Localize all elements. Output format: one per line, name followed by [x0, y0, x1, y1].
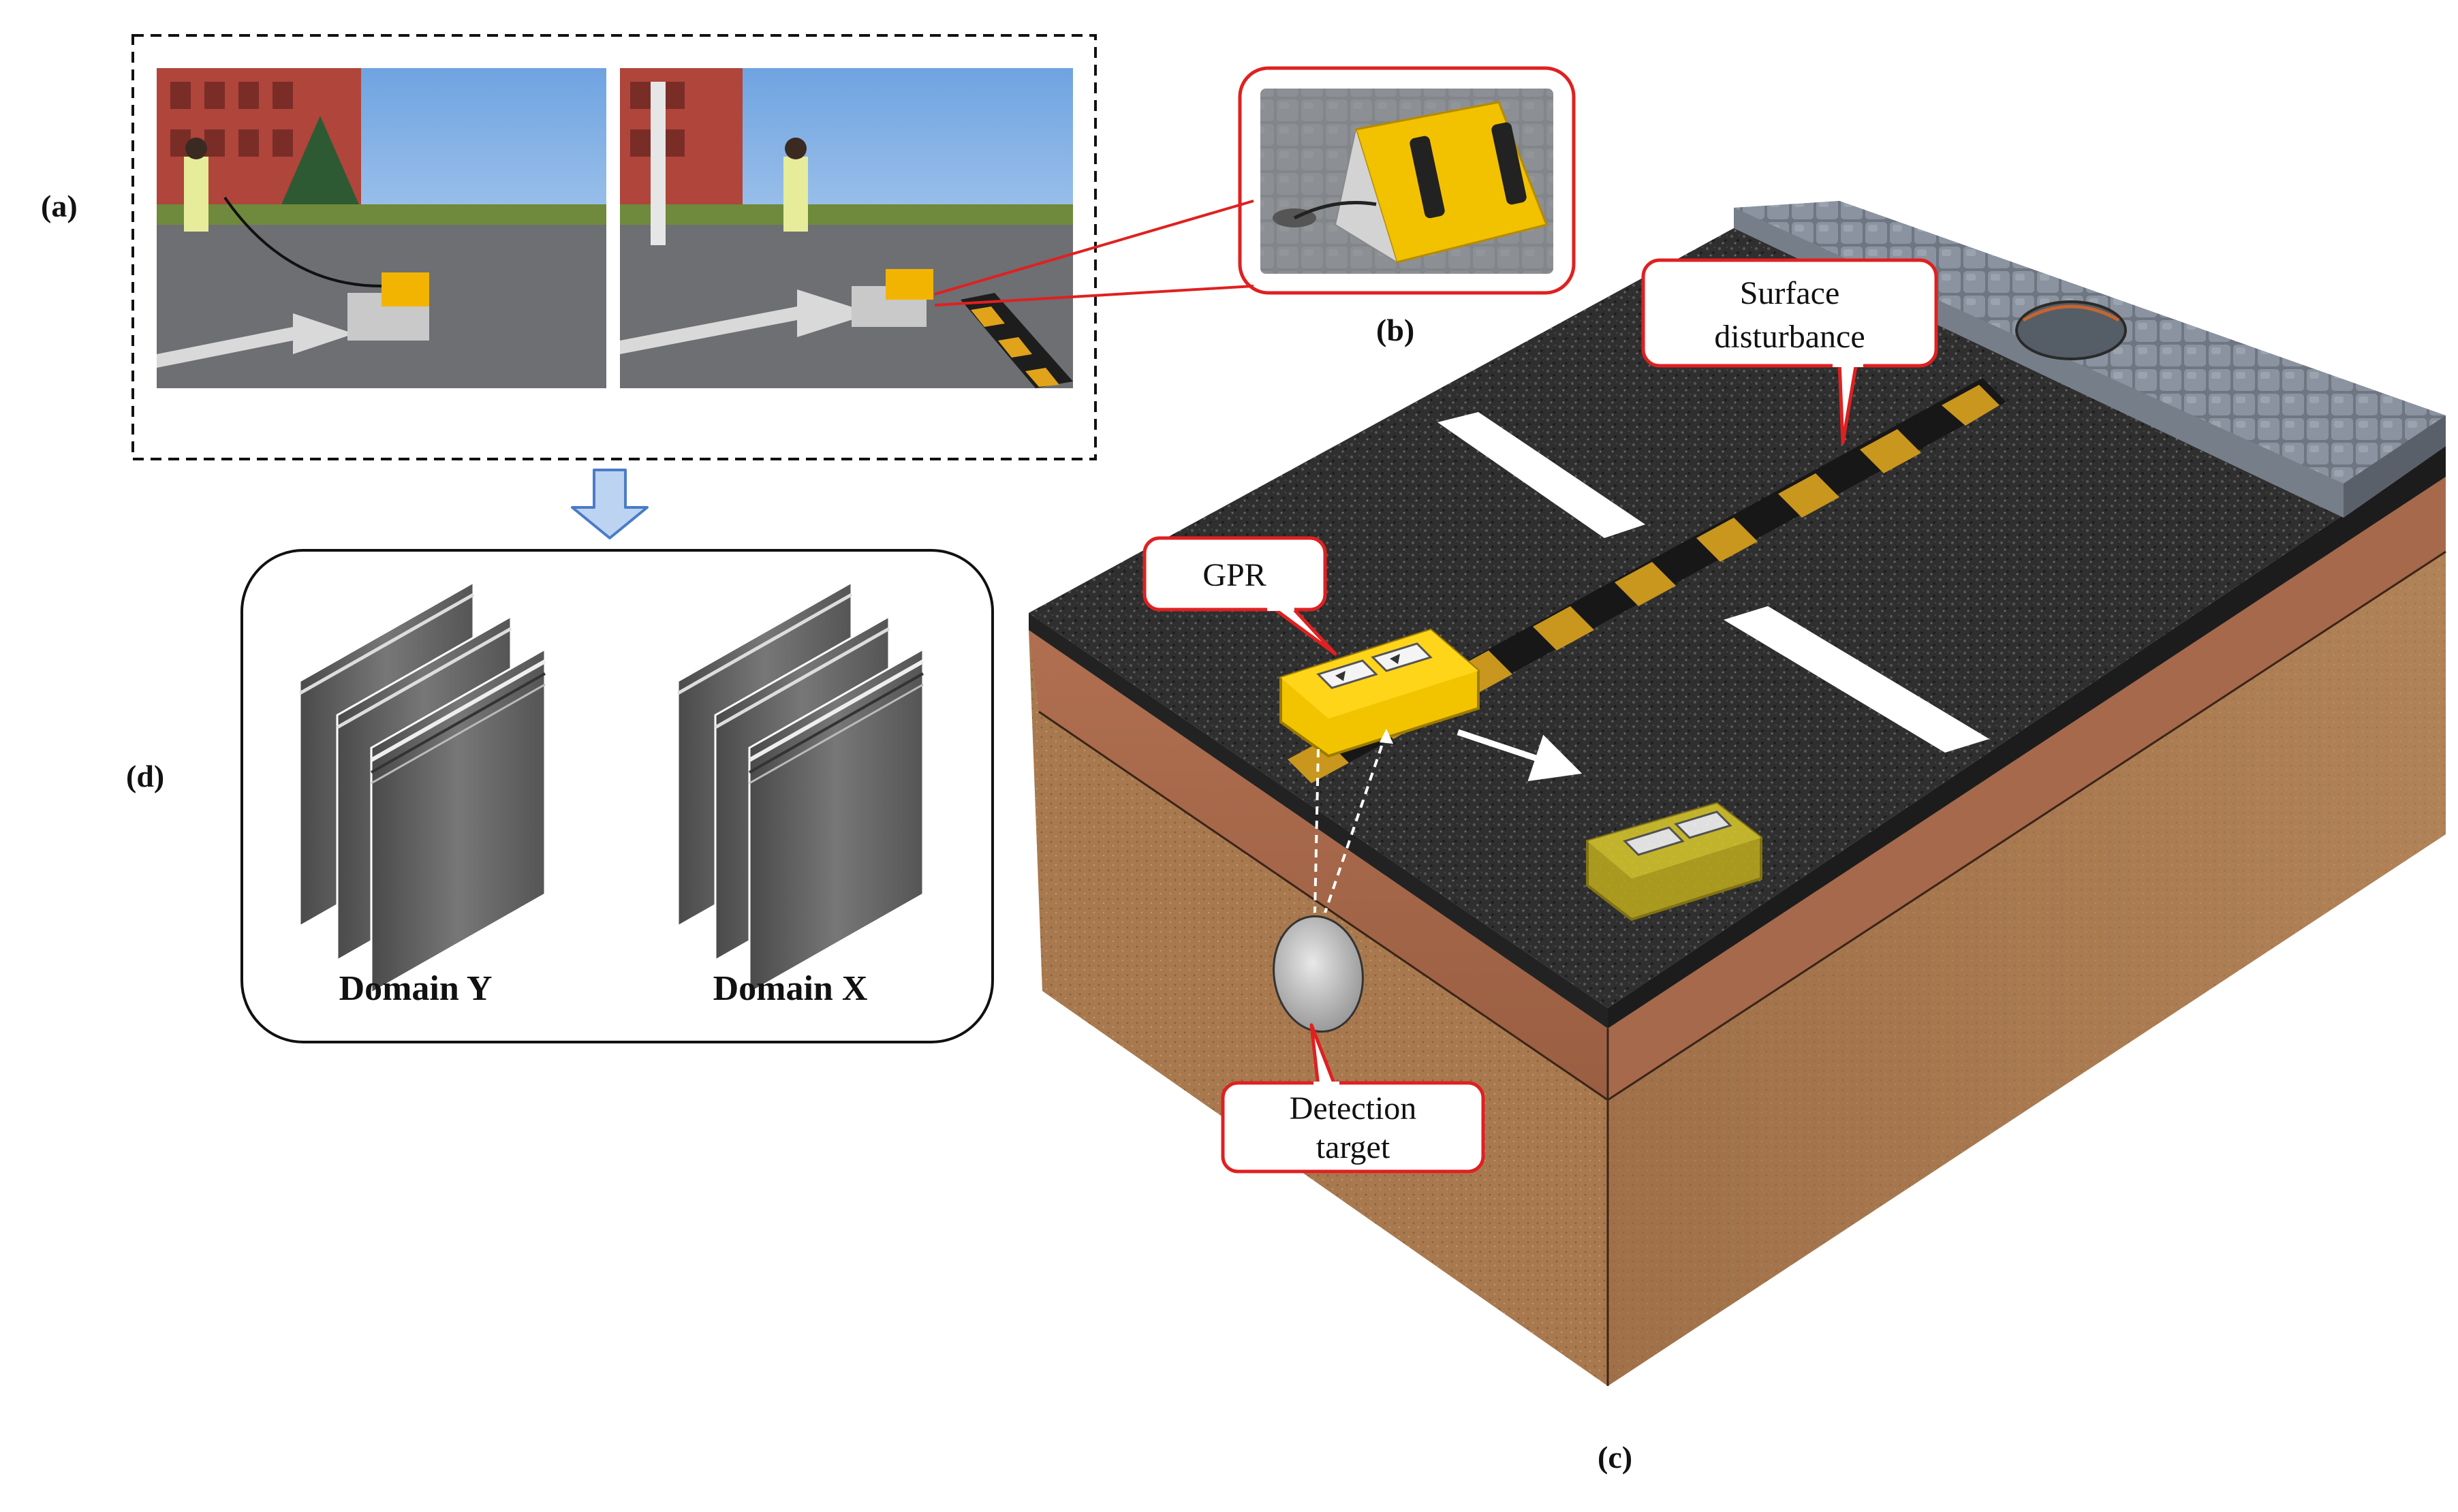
panel-d-domains: Domain Y Domain X (d)	[126, 549, 994, 1043]
lane-marking-2	[1724, 606, 1989, 753]
movement-arrow	[1457, 729, 1583, 782]
field-photo-2	[620, 68, 1073, 388]
domain-y-label: Domain Y	[339, 969, 493, 1008]
gpr-device	[1279, 628, 1480, 758]
subbase-layer	[1029, 630, 1608, 1100]
manhole-cover	[2015, 300, 2127, 360]
panel-a-photos: (a)	[41, 34, 1097, 460]
flow-down-arrow	[571, 469, 649, 539]
signal-path	[1313, 729, 1393, 913]
callout-detection-target: Detection target	[1221, 1023, 1485, 1174]
subbase-layer-right	[1608, 477, 2446, 1100]
detection-target-void	[1273, 915, 1364, 1033]
callout-target-line1: Detection	[1290, 1090, 1417, 1127]
panel-label-c: (c)	[1598, 1440, 1632, 1475]
callout-surface-line2: disturbance	[1714, 319, 1865, 355]
callout-surface-line1: Surface	[1740, 275, 1840, 311]
gpr-device-moved	[1586, 802, 1762, 922]
panel-c-road-model: Surface disturbance GPR Detection target…	[1029, 201, 2446, 1475]
panel-label-d: (d)	[126, 759, 164, 793]
callout-gpr-label: GPR	[1202, 557, 1266, 593]
callout-gpr: GPR	[1142, 536, 1337, 656]
panel-b-gpr-closeup: (b)	[1238, 66, 1576, 347]
callout-target-line2: target	[1316, 1129, 1390, 1165]
field-photo-1	[157, 68, 606, 388]
lane-marking-1	[1437, 412, 1645, 538]
closeup-leader-lines	[934, 200, 1254, 306]
panel-label-a: (a)	[41, 189, 78, 223]
speed-bump-photo	[961, 293, 1073, 388]
callout-surface-disturbance: Surface disturbance	[1641, 258, 1938, 445]
panel-label-b: (b)	[1376, 313, 1414, 347]
domain-y-bscan-stack	[298, 580, 546, 995]
domain-x-bscan-stack	[676, 580, 924, 995]
domain-x-label: Domain X	[713, 969, 868, 1008]
